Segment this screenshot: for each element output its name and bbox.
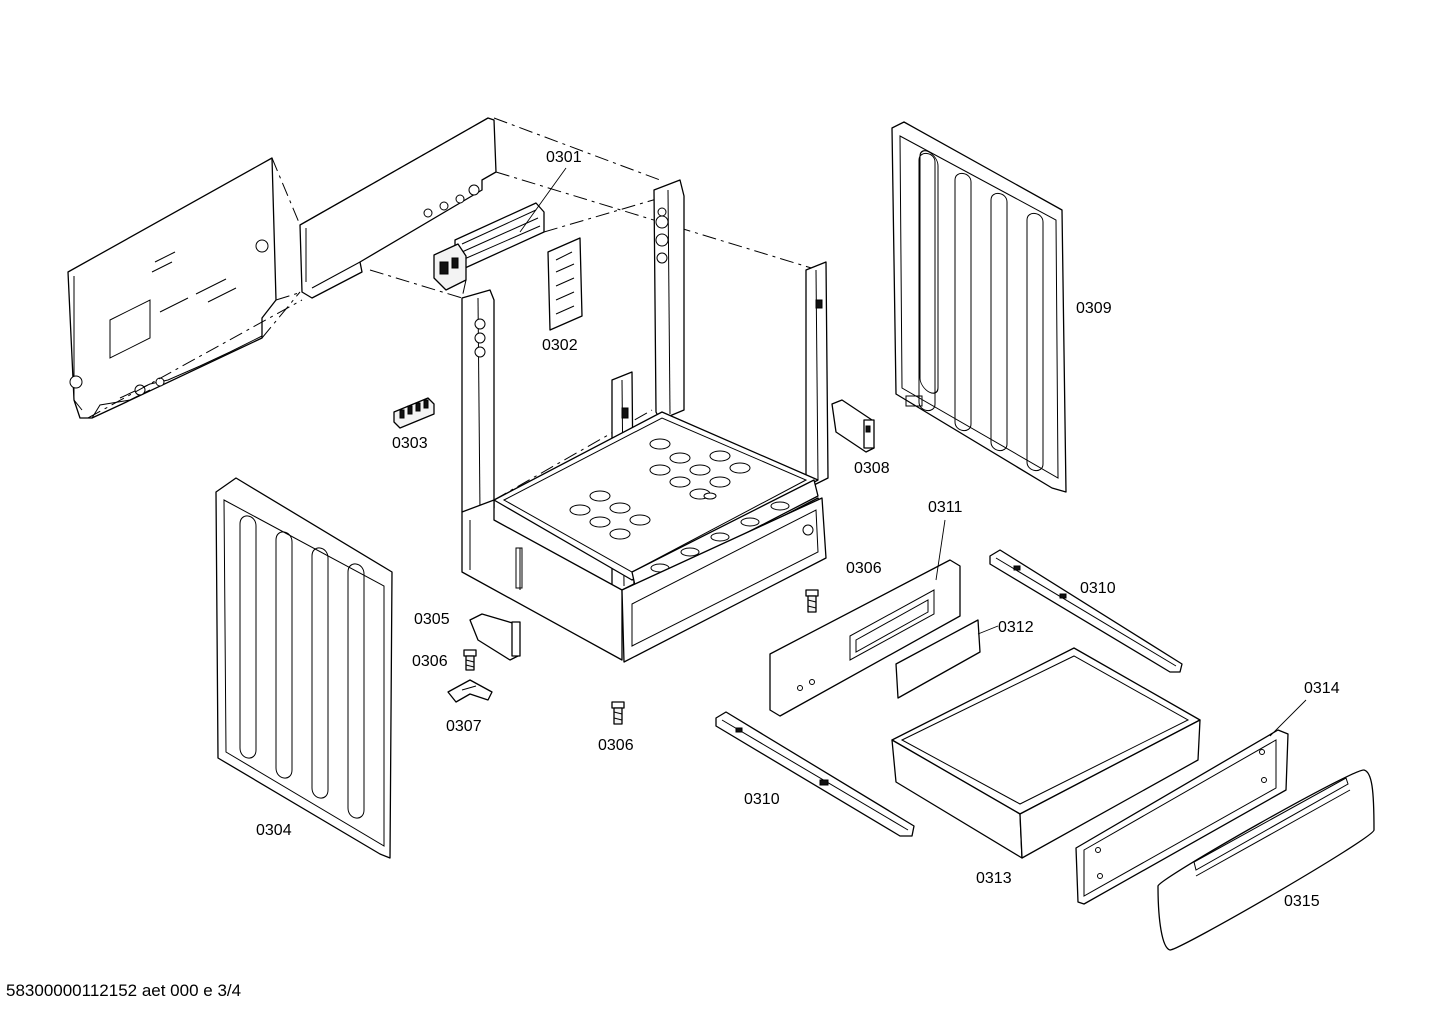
label-0311: 0311 [928, 499, 963, 516]
drawer-inner-front [1075, 729, 1289, 905]
right-side-panel [891, 121, 1067, 493]
drawer-cover-plate [895, 619, 981, 699]
label-0302: 0302 [542, 337, 578, 354]
label-0306-left: 0306 [412, 653, 448, 670]
retaining-clip [447, 679, 493, 703]
drawer-rear-panel [769, 559, 961, 717]
screw-bottom [611, 701, 625, 725]
label-0308: 0308 [854, 460, 890, 477]
label-0306-right: 0306 [846, 560, 882, 577]
label-0315: 0315 [1284, 893, 1320, 910]
cooling-fan [433, 202, 545, 291]
label-0306-bottom: 0306 [598, 737, 634, 754]
label-0305: 0305 [414, 611, 450, 628]
label-0310-right: 0310 [1080, 580, 1116, 597]
label-0307: 0307 [446, 718, 482, 735]
screw-left [463, 649, 477, 671]
label-0313: 0313 [976, 870, 1012, 887]
label-0301: 0301 [546, 149, 582, 166]
rear-back-panel [67, 157, 277, 419]
cabinet-frame [461, 179, 829, 663]
drawer-front-cover [1157, 769, 1375, 951]
document-reference-footer: 58300000112152 aet 000 e 3/4 [6, 981, 242, 1000]
floor-vent-holes [569, 438, 751, 540]
mounting-bracket-right [831, 399, 875, 453]
screw-right [805, 589, 819, 613]
mounting-bracket-left [469, 613, 521, 661]
label-0310-left: 0310 [744, 791, 780, 808]
left-side-panel [215, 477, 393, 859]
label-0309: 0309 [1076, 300, 1112, 317]
leader-lines [519, 167, 1307, 737]
control-board [547, 237, 583, 331]
rear-duct-panel [299, 117, 497, 299]
drawer-tray [891, 647, 1201, 859]
part-labels: 0301 0302 0303 0304 0305 0306 0306 0306 … [256, 149, 1340, 910]
label-0312: 0312 [998, 619, 1034, 636]
label-0304: 0304 [256, 822, 292, 839]
label-0303: 0303 [392, 435, 428, 452]
terminal-block [393, 397, 435, 429]
label-0314: 0314 [1304, 680, 1340, 697]
drawer-slide-rail-right [989, 549, 1183, 673]
drawer-slide-rail-left [715, 711, 915, 837]
